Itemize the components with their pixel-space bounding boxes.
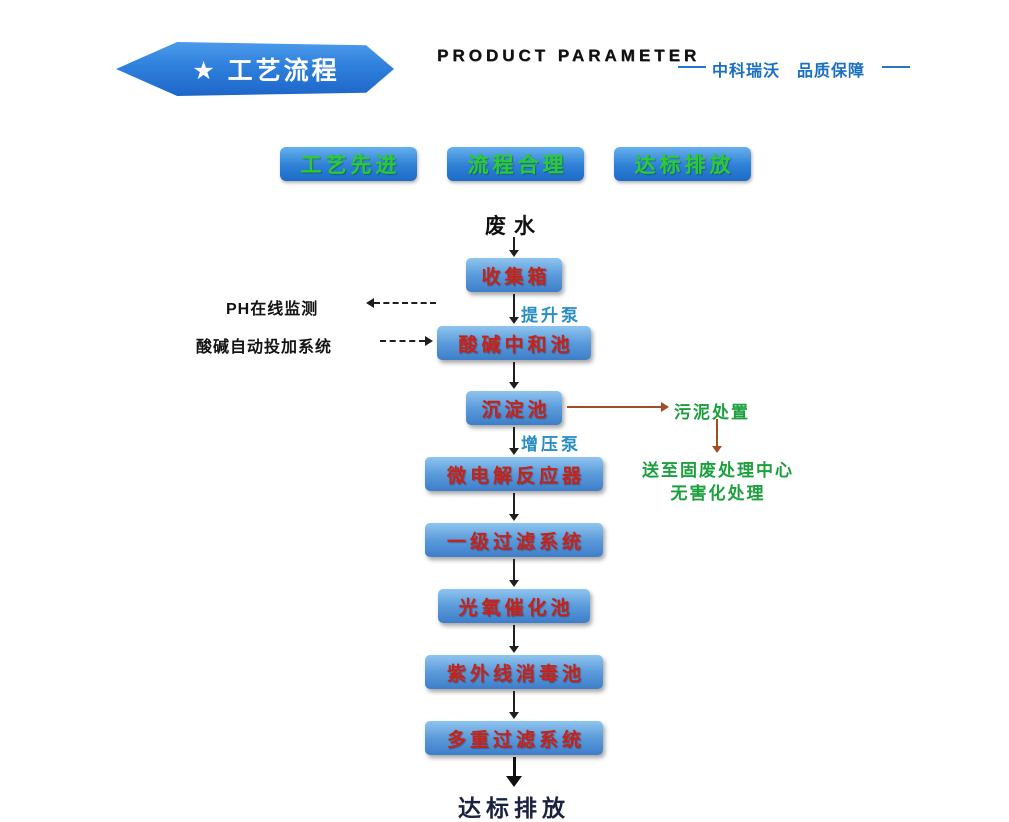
arrow-head-icon: [509, 250, 519, 257]
annotation-sludge-disposal: 污泥处置: [674, 403, 750, 422]
arrow-head-icon: [661, 402, 669, 412]
arrow-collection-to-neutralization: [509, 294, 519, 324]
label-lift-pump: 提升泵: [521, 306, 581, 325]
arrow-head-icon: [509, 514, 519, 521]
flow-box-collection-tank: 收集箱: [466, 258, 562, 292]
arrow-shaft: [380, 340, 425, 342]
brand-divider-right: [882, 66, 910, 68]
arrow-shaft: [513, 559, 515, 580]
section-title: ★ 工艺流程: [192, 57, 340, 85]
arrow-shaft: [567, 406, 661, 408]
arrow-head-icon: [509, 382, 519, 389]
badge-advanced-process: 工艺先进: [280, 147, 417, 181]
flow-end-standard-discharge: 达标排放: [458, 795, 570, 821]
arrow-shaft: [513, 625, 515, 646]
arrow-head-icon: [509, 646, 519, 653]
annotation-ph-monitoring: PH在线监测: [226, 301, 319, 318]
section-title-banner: ★ 工艺流程: [116, 42, 394, 96]
arrow-sedimentation-to-sludge: [567, 401, 669, 413]
arrow-shaft: [716, 419, 718, 446]
arrow-head-icon: [509, 317, 519, 324]
arrow-head-icon: [509, 712, 519, 719]
brand-text: 中科瑞沃 品质保障: [712, 63, 866, 80]
arrow-head-icon: [366, 298, 374, 308]
arrow-shaft: [513, 362, 515, 382]
flow-box-microelectrolysis-reactor: 微电解反应器: [425, 457, 603, 491]
arrow-uv-to-multi-filter: [509, 691, 519, 719]
flow-box-multiple-filtration: 多重过滤系统: [425, 721, 603, 755]
badge-reasonable-flow: 流程合理: [447, 147, 584, 181]
flow-box-sedimentation-pool: 沉淀池: [466, 391, 562, 425]
arrow-sludge-to-solid-waste: [712, 419, 722, 453]
arrow-sedimentation-to-microelectrolysis: [509, 427, 519, 455]
arrow-photocatalytic-to-uv: [509, 625, 519, 653]
arrow-neutralization-to-sedimentation: [509, 362, 519, 389]
brand-divider-left: [678, 66, 706, 68]
arrow-primary-filter-to-photocatalytic: [509, 559, 519, 587]
dashed-arrow-dosing-to-pool: [380, 335, 433, 347]
annotation-harmless-treatment: 无害化处理: [670, 484, 766, 503]
arrow-shaft: [513, 691, 515, 712]
flow-box-neutralization-pool: 酸碱中和池: [437, 326, 591, 360]
arrow-shaft: [513, 237, 515, 250]
arrow-head-icon: [506, 776, 522, 787]
annotation-dosing-system: 酸碱自动投加系统: [196, 339, 333, 356]
arrow-head-icon: [509, 580, 519, 587]
arrow-shaft: [374, 302, 436, 304]
flow-box-uv-disinfection-pool: 紫外线消毒池: [425, 655, 603, 689]
arrow-shaft: [513, 493, 515, 514]
dashed-arrow-to-ph-monitoring: [366, 297, 436, 309]
subtitle-text: PRODUCT PARAMETER: [437, 46, 701, 65]
flow-start-wastewater: 废水: [485, 215, 543, 238]
label-booster-pump: 增压泵: [521, 435, 581, 454]
flow-box-primary-filtration: 一级过滤系统: [425, 523, 603, 557]
arrow-shaft: [512, 757, 516, 776]
arrow-wastewater-to-collection: [509, 237, 519, 257]
arrow-multi-filter-to-discharge: [506, 757, 522, 787]
arrow-microelectrolysis-to-primary-filter: [509, 493, 519, 521]
badge-standard-discharge: 达标排放: [614, 147, 751, 181]
arrow-head-icon: [712, 446, 722, 453]
flow-box-photocatalytic-pool: 光氧催化池: [438, 589, 590, 623]
annotation-solid-waste-center: 送至固废处理中心: [642, 461, 794, 480]
arrow-shaft: [513, 427, 515, 448]
arrow-head-icon: [425, 336, 433, 346]
arrow-shaft: [513, 294, 515, 317]
arrow-head-icon: [509, 448, 519, 455]
